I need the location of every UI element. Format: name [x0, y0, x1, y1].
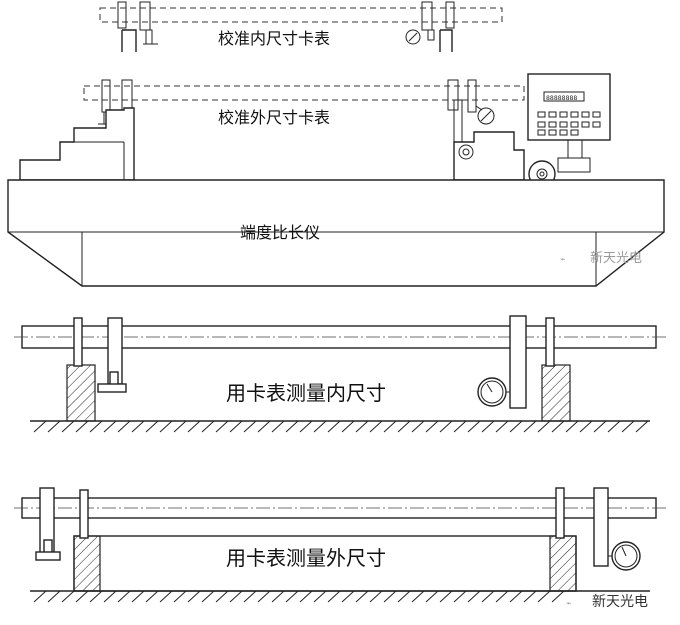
- end-length-instrument-label: 端度比长仪: [240, 223, 320, 242]
- calibrate-inner-label: 校准内尺寸卡表: [218, 29, 330, 48]
- keypad-buttons: [537, 111, 601, 136]
- wechat-icon: ⌁: [566, 599, 571, 609]
- readout-display: [543, 91, 585, 102]
- inner-calibration-caliper: [99, 1, 503, 52]
- outer-measurement-setup: [14, 487, 666, 603]
- dial-gauge-icon: [405, 29, 421, 45]
- measure-outer-label: 用卡表测量外尺寸: [226, 546, 386, 570]
- calibrate-outer-label: 校准外尺寸卡表: [218, 108, 330, 127]
- watermark-top: 新天光电: [590, 250, 642, 266]
- dial-gauge-icon: [477, 107, 495, 125]
- end-length-instrument: 88888888: [7, 73, 665, 287]
- measure-inner-label: 用卡表测量内尺寸: [226, 381, 386, 405]
- readout-digits: 88888888: [546, 94, 577, 102]
- digital-readout-box: [527, 73, 611, 141]
- inner-measurement-setup: [14, 315, 666, 433]
- watermark-bottom: 新天光电: [592, 594, 648, 610]
- wechat-icon: ⌁: [560, 255, 565, 265]
